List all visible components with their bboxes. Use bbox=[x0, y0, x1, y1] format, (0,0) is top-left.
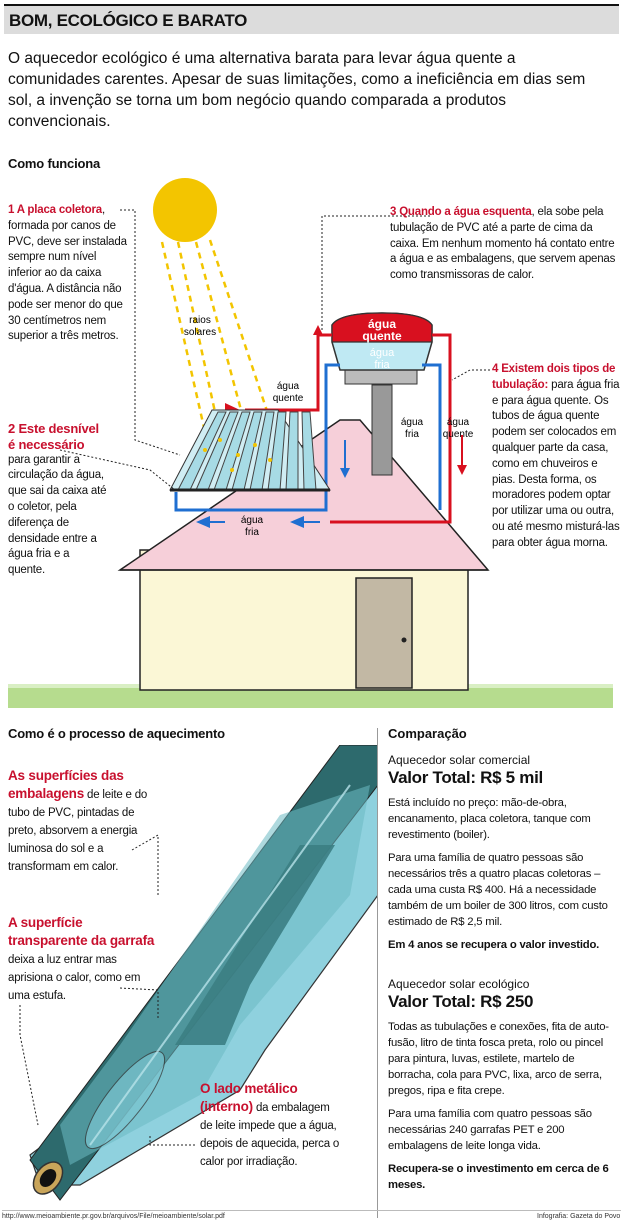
callout-1: 1 A placa coletora, formada por canos de… bbox=[8, 203, 128, 345]
callout-1-title: 1 A placa coletora bbox=[8, 204, 102, 216]
label-agua-fria-2: fria bbox=[245, 527, 259, 538]
callout-3: 3 Quando a água esquenta, ela sobe pela … bbox=[390, 205, 618, 284]
eco-total: Valor Total: R$ 250 bbox=[388, 992, 534, 1011]
title-bar: BOM, ECOLÓGICO E BARATO bbox=[4, 4, 619, 34]
label-agua-quente-4: quente bbox=[443, 429, 474, 440]
eco-p3: Recupera-se o investimento em cerca de 6… bbox=[388, 1163, 609, 1191]
process-1-text: de leite e do tubo de PVC, pintadas de p… bbox=[8, 789, 148, 873]
hot-pipe bbox=[245, 333, 332, 412]
label-agua-quente-1: água bbox=[277, 381, 300, 392]
commercial-total: Valor Total: R$ 5 mil bbox=[388, 768, 543, 787]
process-1: As superfícies das embalagens de leite e… bbox=[8, 767, 158, 876]
ground bbox=[8, 686, 613, 708]
process-2-text: deixa a luz entrar mas aprisiona o calor… bbox=[8, 954, 141, 1002]
process-3-title: O lado metálico (interno) bbox=[200, 1081, 298, 1114]
comparison-panel: Comparação Aquecedor solar comercial Val… bbox=[388, 726, 616, 1193]
process-3: O lado metálico (interno) da embalagem d… bbox=[200, 1080, 340, 1171]
sun-rays bbox=[160, 239, 272, 436]
callout-3-title: 3 Quando a água esquenta bbox=[390, 206, 532, 218]
bottle-diagram bbox=[19, 745, 378, 1201]
commercial-p1: Está incluído no preço: mão-de-obra, enc… bbox=[388, 797, 591, 841]
tank-stand bbox=[371, 384, 393, 476]
tank-label-agua2: água bbox=[370, 347, 395, 359]
section-process: Como é o processo de aquecimento bbox=[8, 726, 225, 741]
process-2-title: A superfície transparente da garrafa bbox=[8, 915, 155, 948]
house-wall bbox=[139, 549, 469, 691]
callout-3-text: , ela sobe pela tubulação de PVC até a p… bbox=[390, 206, 616, 282]
label-agua-fria-1: água bbox=[241, 515, 264, 526]
page-title: BOM, ECOLÓGICO E BARATO bbox=[9, 11, 248, 30]
process-1-title: As superfícies das embalagens bbox=[8, 768, 124, 801]
eco-p1: Todas as tubulações e conexões, fita de … bbox=[388, 1021, 609, 1097]
label-solares: solares bbox=[184, 327, 216, 338]
commercial-p3: Em 4 anos se recupera o valor investido. bbox=[388, 939, 600, 951]
cold-pipe bbox=[174, 363, 340, 512]
intro-text: O aquecedor ecológico é uma alternativa … bbox=[8, 50, 586, 130]
commercial-p2: Para uma família de quatro pessoas são n… bbox=[388, 852, 608, 928]
process-2: A superfície transparente da garrafa dei… bbox=[8, 914, 158, 1005]
label-agua-fria-3: água bbox=[401, 417, 424, 428]
process-3-text: da embalagem de leite impede que a água,… bbox=[200, 1102, 340, 1168]
callout-4-text: para água fria e para água quente. Os tu… bbox=[492, 378, 620, 549]
comparison-title: Comparação bbox=[388, 726, 467, 741]
commercial-subtitle: Aquecedor solar comercial bbox=[388, 753, 531, 767]
house-door bbox=[355, 577, 413, 689]
house-diagram: água quente água fria água fria bbox=[8, 178, 613, 708]
callout-4-title: 4 Existem dois tipos de tubulação: bbox=[492, 363, 616, 391]
callout-4: 4 Existem dois tipos de tubulação: para … bbox=[492, 362, 620, 552]
label-agua-fria-4: fria bbox=[405, 429, 419, 440]
footer-source: http://www.meioambiente.pr.gov.br/arquiv… bbox=[2, 1213, 225, 1220]
tank-label-quente: quente bbox=[362, 329, 402, 343]
eco-subtitle: Aquecedor solar ecológico bbox=[388, 977, 530, 991]
label-agua-quente-3: água bbox=[447, 417, 470, 428]
label-agua-quente-2: quente bbox=[273, 393, 304, 404]
label-raios: raios bbox=[189, 315, 211, 326]
footer-credit: Infografia: Gazeta do Povo bbox=[537, 1213, 621, 1220]
tank-label-fria: fria bbox=[374, 359, 390, 371]
tank-label-agua1: água bbox=[368, 317, 396, 331]
solar-collector bbox=[169, 409, 331, 492]
section-how-it-works: Como funciona bbox=[8, 156, 101, 171]
divider bbox=[377, 728, 378, 1218]
eco-p2: Para uma família com quatro pessoas são … bbox=[388, 1108, 592, 1152]
callout-1-text: , formada por canos de PVC, deve ser ins… bbox=[8, 204, 127, 343]
footer-divider bbox=[2, 1210, 621, 1211]
sun bbox=[153, 178, 217, 242]
callout-2-text: para garantir a circulação da água, que … bbox=[8, 453, 107, 577]
callout-2-title: 2 Este desnível é necessário bbox=[8, 421, 99, 452]
